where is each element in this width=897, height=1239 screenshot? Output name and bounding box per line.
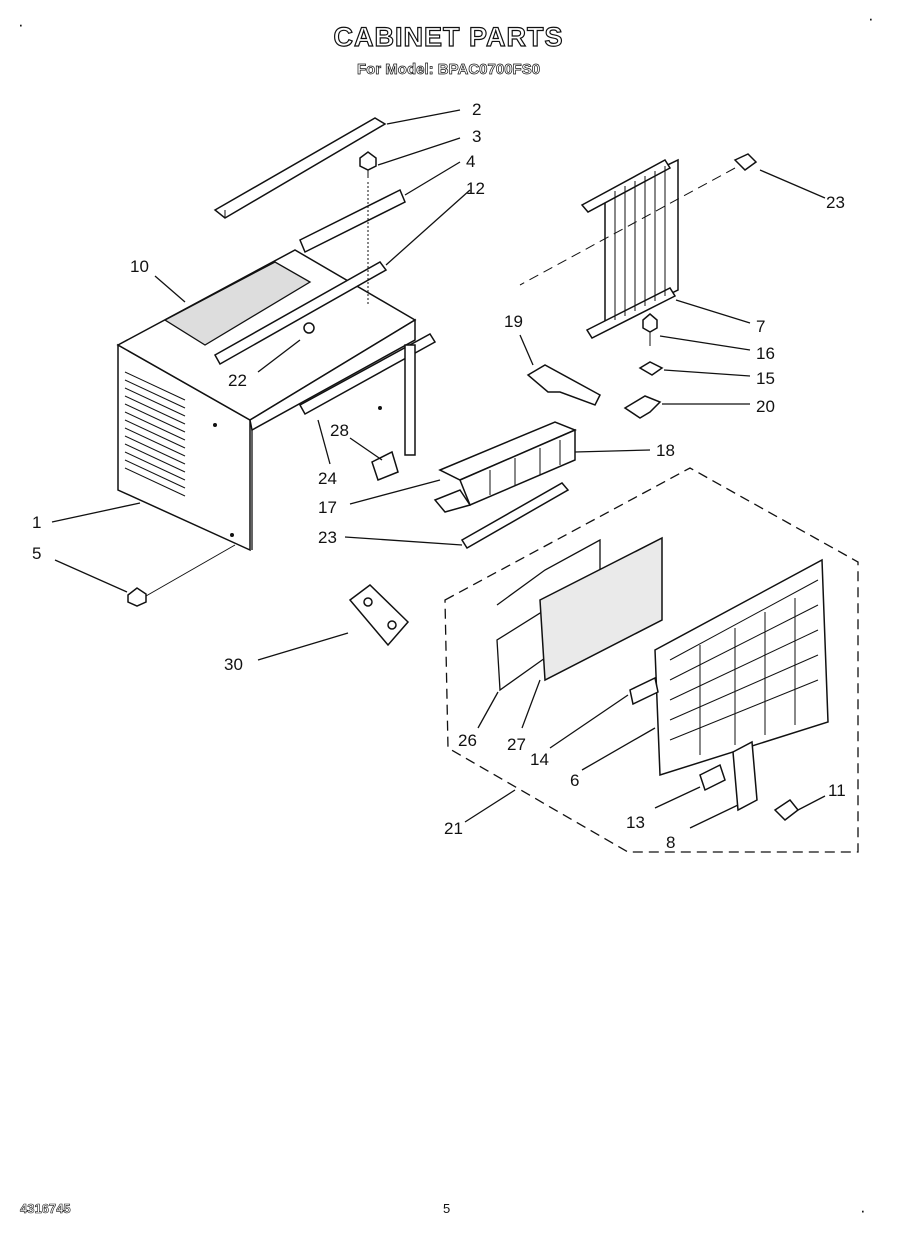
callout-7: 7	[756, 317, 765, 336]
page-title: CABINET PARTS	[333, 21, 564, 52]
callout-17: 17	[318, 498, 337, 517]
callout-4: 4	[466, 152, 475, 171]
screw-11	[773, 798, 800, 821]
callout-1: 1	[32, 513, 41, 532]
callout-8: 8	[666, 833, 675, 852]
callout-6: 6	[570, 771, 579, 790]
callout-30: 30	[224, 655, 243, 674]
registration-marks: · · ·	[18, 9, 874, 1220]
callout-23: 23	[826, 193, 845, 212]
callout-26: 26	[458, 731, 477, 750]
callout-19: 19	[504, 312, 523, 331]
document-number: 4316745	[20, 1201, 71, 1217]
callout-2: 2	[472, 100, 481, 119]
callout-21: 21	[444, 819, 463, 838]
callout-5: 5	[32, 544, 41, 563]
rail-24	[460, 482, 570, 550]
page-number: 5	[443, 1201, 451, 1216]
support-assembly	[433, 421, 577, 513]
screw-5	[127, 544, 236, 607]
callout-20: 20	[756, 397, 775, 416]
callout-28: 28	[330, 421, 349, 440]
callout-22: 22	[228, 371, 247, 390]
model-subtitle: For Model: BPAC0700FS0	[356, 61, 541, 79]
filter-27	[539, 536, 663, 682]
callout-labels: 2 3 4 12 10 22 23 7 16 15 20 19 18 17 28…	[32, 100, 846, 852]
callout-16: 16	[756, 344, 775, 363]
callout-25: 24	[318, 469, 337, 488]
block-13	[699, 763, 726, 792]
bracket-19	[526, 364, 601, 406]
top-rail	[213, 117, 387, 219]
clip-28	[371, 450, 399, 481]
cabinet-shell	[116, 249, 417, 552]
bracket-30	[348, 584, 410, 647]
callout-27: 27	[507, 735, 526, 754]
rail-12	[213, 261, 388, 366]
svg-text:·: ·	[868, 9, 874, 28]
leader-lines	[51, 109, 826, 829]
callout-15: 15	[756, 369, 775, 388]
hardware-16-15-20	[623, 313, 664, 419]
screw-23	[519, 153, 758, 286]
callout-18: 18	[656, 441, 675, 460]
callout-24: 23	[318, 528, 337, 547]
callout-13: 13	[626, 813, 645, 832]
callout-10: 10	[130, 257, 149, 276]
screw-3	[359, 151, 377, 305]
side-curtain	[580, 158, 679, 339]
svg-text:·: ·	[18, 15, 24, 34]
block-14	[629, 676, 659, 706]
callout-3: 3	[472, 127, 481, 146]
front-grille	[654, 558, 829, 777]
callout-11: 11	[828, 781, 846, 800]
rail-25	[298, 333, 437, 416]
callout-12: 12	[466, 179, 485, 198]
side-channel	[404, 344, 416, 456]
bracket-4	[299, 188, 406, 254]
callout-14: 14	[530, 750, 549, 769]
plate-8	[732, 740, 758, 812]
front-panel-group-outline	[444, 467, 859, 853]
svg-text:·: ·	[860, 1201, 866, 1220]
